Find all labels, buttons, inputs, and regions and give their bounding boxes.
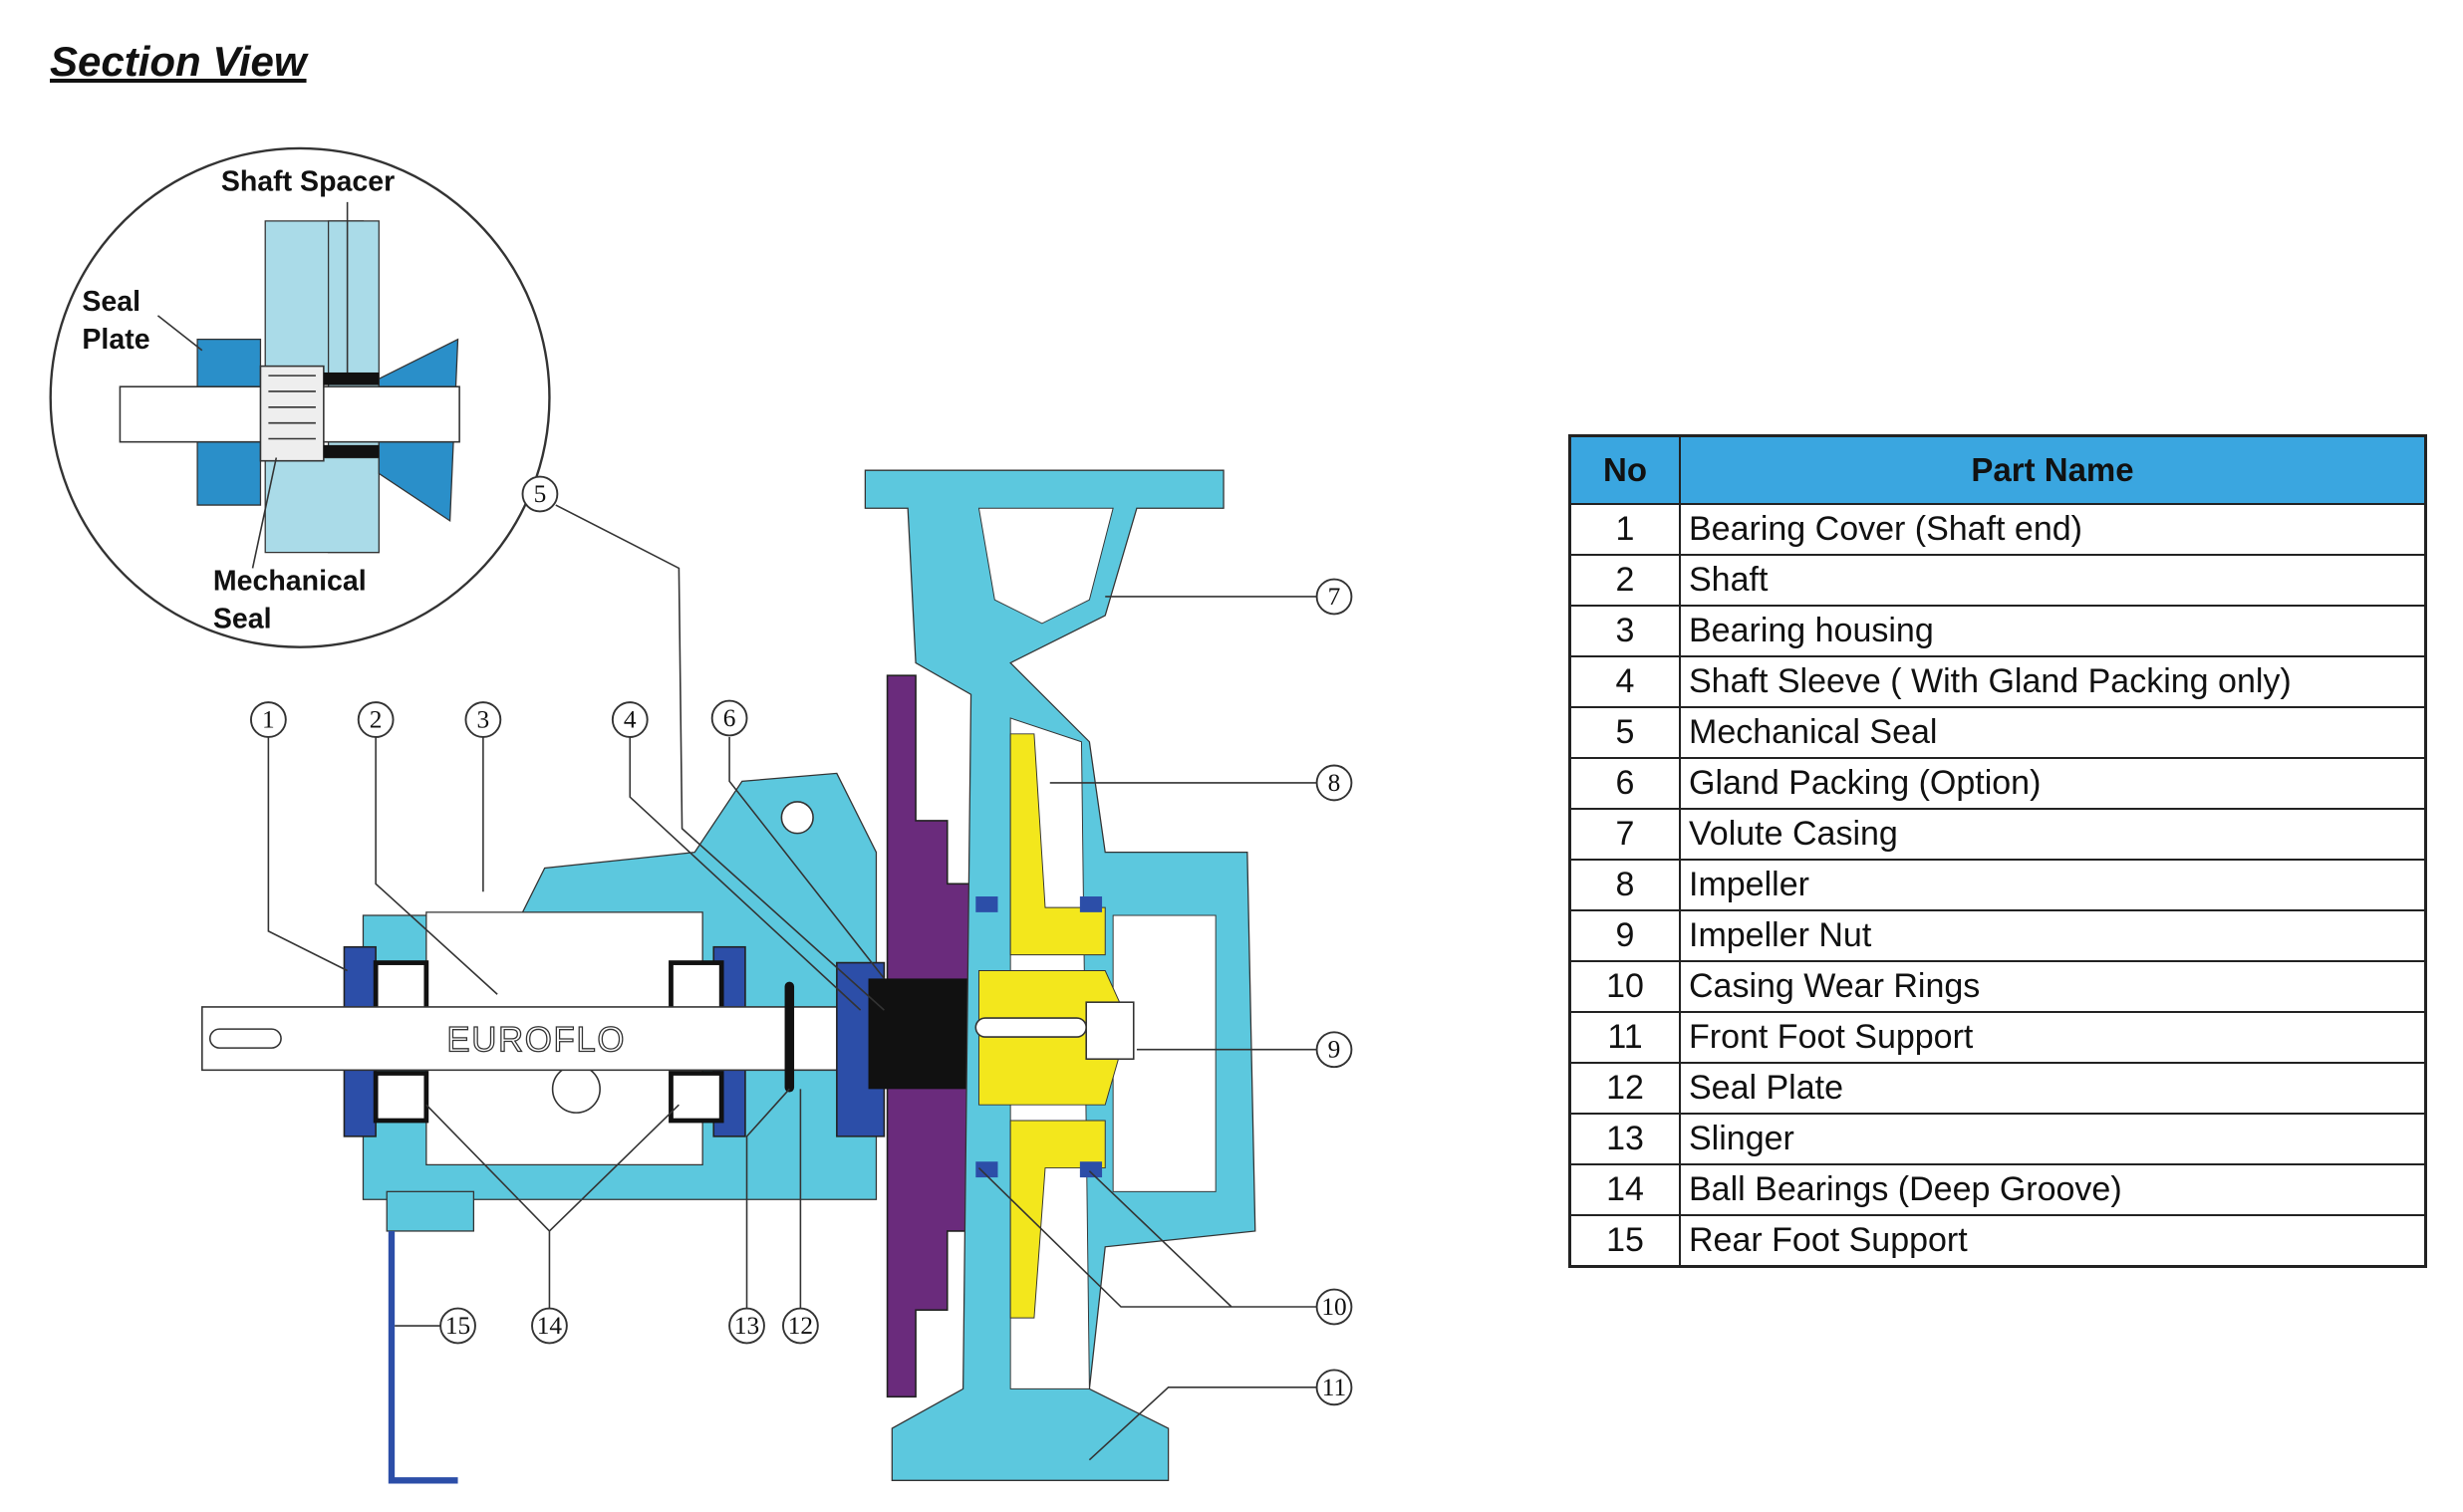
callout-12: 12	[782, 1307, 819, 1345]
leader-lines	[267, 504, 1317, 1461]
part-number: 14	[1568, 1163, 1681, 1216]
table-header-row: No Part Name	[1568, 434, 2427, 505]
mechanical-seal-block	[868, 978, 971, 1090]
callout-11: 11	[1315, 1369, 1353, 1406]
callout-9: 9	[1315, 1031, 1353, 1069]
label-seal-plate-2: Plate	[82, 324, 149, 356]
svg-text:12: 12	[788, 1312, 813, 1340]
svg-text:3: 3	[477, 706, 490, 734]
callout-6: 6	[710, 699, 748, 737]
callout-13: 13	[728, 1307, 765, 1345]
label-seal-plate: Seal	[82, 286, 140, 318]
brand-euroflo: EUROFLO	[446, 1020, 626, 1059]
label-mechanical-seal: Mechanical	[213, 566, 367, 598]
callout-4: 4	[611, 701, 649, 738]
svg-text:5: 5	[534, 480, 547, 508]
part-name: Bearing housing	[1679, 605, 2427, 657]
callout-2: 2	[357, 701, 395, 738]
svg-text:14: 14	[537, 1312, 563, 1340]
part-name: Casing Wear Rings	[1679, 960, 2427, 1013]
part-name: Impeller Nut	[1679, 909, 2427, 962]
shaft: EUROFLO	[201, 1006, 961, 1072]
mechanical-seal-inset: Shaft Spacer Seal Plate Mechanical Seal	[49, 146, 551, 648]
part-number: 11	[1568, 1011, 1681, 1064]
callout-1: 1	[250, 701, 287, 738]
part-name: Impeller	[1679, 859, 2427, 911]
label-shaft-spacer: Shaft Spacer	[221, 166, 395, 198]
rear-foot-support	[388, 1230, 458, 1484]
svg-text:8: 8	[1328, 769, 1341, 797]
svg-text:2: 2	[370, 706, 383, 734]
part-number: 1	[1568, 503, 1681, 556]
svg-text:13: 13	[734, 1312, 759, 1340]
part-number: 8	[1568, 859, 1681, 911]
part-number: 7	[1568, 808, 1681, 861]
slinger	[784, 981, 795, 1093]
part-number: 12	[1568, 1062, 1681, 1115]
header-part-name: Part Name	[1679, 434, 2427, 505]
part-name: Gland Packing (Option)	[1679, 757, 2427, 810]
part-name: Bearing Cover (Shaft end)	[1679, 503, 2427, 556]
svg-text:1: 1	[262, 706, 275, 734]
svg-text:11: 11	[1322, 1374, 1346, 1401]
svg-text:9: 9	[1328, 1036, 1341, 1064]
part-name: Shaft	[1679, 554, 2427, 607]
part-number: 3	[1568, 605, 1681, 657]
impeller-nut	[1085, 1001, 1135, 1061]
callout-5: 5	[521, 475, 559, 513]
callout-15: 15	[439, 1307, 476, 1345]
callout-3: 3	[464, 701, 502, 738]
part-name: Shaft Sleeve ( With Gland Packing only)	[1679, 655, 2427, 708]
part-name: Front Foot Support	[1679, 1011, 2427, 1064]
callout-10: 10	[1315, 1288, 1353, 1326]
part-name: Seal Plate	[1679, 1062, 2427, 1115]
part-name: Rear Foot Support	[1679, 1214, 2427, 1268]
part-number: 10	[1568, 960, 1681, 1013]
part-name: Mechanical Seal	[1679, 706, 2427, 759]
part-number: 13	[1568, 1113, 1681, 1165]
svg-text:10: 10	[1321, 1293, 1346, 1321]
part-number: 15	[1568, 1214, 1681, 1268]
svg-text:15: 15	[445, 1312, 470, 1340]
svg-text:6: 6	[723, 704, 736, 732]
casing-wear-rings	[975, 896, 1103, 1178]
callout-8: 8	[1315, 764, 1353, 802]
svg-text:7: 7	[1328, 583, 1341, 611]
part-number: 5	[1568, 706, 1681, 759]
header-no: No	[1568, 434, 1681, 505]
page-title: Section View	[50, 38, 307, 85]
part-name: Volute Casing	[1679, 808, 2427, 861]
ball-bearings	[373, 960, 724, 1124]
part-number: 9	[1568, 909, 1681, 962]
part-name: Slinger	[1679, 1113, 2427, 1165]
label-mechanical-seal-2: Seal	[213, 604, 272, 635]
svg-text:4: 4	[624, 706, 637, 734]
callout-7: 7	[1315, 578, 1353, 616]
part-number: 6	[1568, 757, 1681, 810]
part-name: Ball Bearings (Deep Groove)	[1679, 1163, 2427, 1216]
callout-14: 14	[531, 1307, 568, 1345]
part-number: 2	[1568, 554, 1681, 607]
part-number: 4	[1568, 655, 1681, 708]
